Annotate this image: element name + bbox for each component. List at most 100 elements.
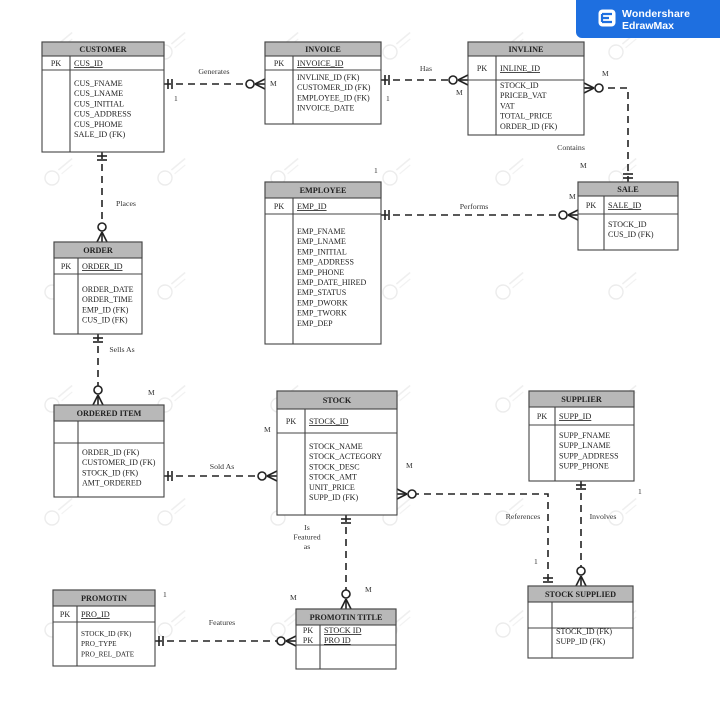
watermark-stroke [174, 164, 186, 175]
watermark-stroke [170, 609, 186, 623]
watermark-mark [382, 271, 411, 300]
entity-field: SUPP_ID (FK) [556, 637, 605, 646]
cardinality-one-label: 1 [386, 94, 390, 103]
watermark-ring [157, 510, 173, 526]
cardinality-many-label: M [264, 425, 271, 434]
watermark-stroke [508, 609, 524, 623]
entity-title: ORDER [83, 246, 113, 255]
entity-title: CUSTOMER [79, 45, 126, 54]
watermark-stroke [508, 384, 524, 398]
watermark-ring [157, 284, 173, 300]
cardinality-many-marker [340, 598, 347, 610]
entity-field: EMP_DEP [297, 319, 333, 328]
watermark-stroke [399, 504, 411, 515]
entity-field: VAT [500, 101, 515, 110]
relationship-label-line: Featured [293, 533, 320, 542]
entity-title: ORDERED ITEM [77, 409, 142, 418]
watermark-stroke [170, 31, 186, 45]
entity-header [53, 241, 143, 259]
pk-label: PK [586, 201, 596, 210]
watermark-ring [382, 170, 398, 186]
primary-key: INVOICE_ID [297, 59, 343, 68]
entity-field: PRO_TYPE [81, 640, 117, 648]
entity-title: INVOICE [305, 45, 341, 54]
cardinality-optional-marker [448, 75, 458, 85]
watermark-stroke [283, 157, 299, 171]
cardinality-many-marker [285, 635, 297, 642]
watermark-ring [495, 397, 511, 413]
cardinality-many-marker [567, 214, 579, 221]
watermark-stroke [508, 157, 524, 171]
entity-field: EMP_ADDRESS [297, 258, 354, 267]
entity-field: STOCK_DESC [309, 462, 360, 471]
watermark-stroke [174, 278, 186, 289]
cardinality-many-marker [567, 209, 579, 216]
entity-field: ORDER_ID (FK) [500, 122, 557, 131]
pk-label: PK [51, 59, 61, 68]
entity-field: UNIT_PRICE [309, 483, 355, 492]
entity-header [52, 589, 156, 607]
watermark-stroke [395, 157, 411, 171]
primary-key: CUS_ID [74, 59, 103, 68]
watermark-stroke [61, 391, 73, 402]
relationship-label-performs: Performs [460, 202, 489, 211]
cardinality-many-marker [97, 394, 104, 406]
watermark-mark [495, 609, 524, 638]
edrawmax-logo-icon [598, 9, 616, 27]
primary-key: SUPP_ID [559, 412, 591, 421]
entity-field: EMP_ID (FK) [82, 305, 129, 314]
entity-field: PRO_REL_DATE [81, 650, 135, 658]
cardinality-optional-marker [341, 589, 351, 599]
watermark-stroke [625, 38, 637, 49]
watermark-stroke [61, 164, 73, 175]
brand-name-line1: Wondershare [622, 8, 691, 20]
watermark-ring [44, 170, 60, 186]
entity-field: CUS_FNAME [74, 79, 123, 88]
cardinality-many-label: M [148, 388, 155, 397]
entity-box [467, 41, 585, 136]
entity-field: EMP_FNAME [297, 227, 346, 236]
primary-key: STOCK ID [324, 626, 361, 635]
watermark-ring [495, 622, 511, 638]
watermark-mark [495, 157, 524, 186]
pk-label: PK [274, 202, 284, 211]
watermark-mark [157, 157, 186, 186]
watermark-ring [495, 170, 511, 186]
entity-field: INVOICE_DATE [297, 104, 354, 113]
primary-key: ORDER_ID [82, 262, 123, 271]
watermark-ring [608, 284, 624, 300]
cardinality-many-marker [580, 575, 587, 587]
pk-label: PK [537, 412, 547, 421]
watermark-mark [157, 497, 186, 526]
entity-field: ORDER_TIME [82, 295, 133, 304]
brand-badge[interactable]: Wondershare EdrawMax [576, 0, 720, 38]
watermark-stroke [395, 384, 411, 398]
cardinality-many-label: M [456, 88, 463, 97]
cardinality-many-label: M [270, 79, 277, 88]
relationship-label-sold-as: Sold As [210, 462, 234, 471]
watermark-stroke [174, 504, 186, 515]
watermark-mark [495, 497, 524, 526]
cardinality-many-marker [457, 74, 469, 81]
entity-field: SUPP_FNAME [559, 431, 610, 440]
cardinality-many-marker [254, 83, 266, 90]
entity-box [276, 390, 398, 516]
cardinality-many-marker [345, 598, 352, 610]
pk-label: PK [303, 636, 313, 645]
entity-field: STOCK_ID (FK) [82, 468, 138, 477]
watermark-ring [157, 622, 173, 638]
pk-label: PK [274, 59, 284, 68]
